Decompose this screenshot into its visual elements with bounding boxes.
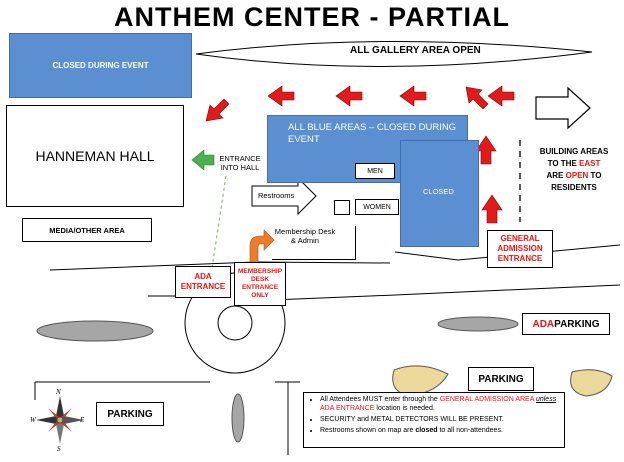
men-restroom: MEN	[355, 163, 395, 179]
ada-parking-suffix: PARKING	[554, 318, 600, 330]
parking-oval-ada	[437, 316, 519, 332]
ada-entrance-label: ADA ENTRANCE	[180, 272, 226, 291]
red-arrow-3	[335, 85, 363, 107]
east-note-line2: TO THE EAST	[547, 159, 601, 168]
red-arrow-5	[465, 86, 489, 110]
closed-label: CLOSED	[423, 187, 454, 196]
notice-box: All Attendees MUST enter through the GEN…	[303, 392, 565, 448]
red-arrow-1	[487, 85, 515, 107]
ada-entrance: ADA ENTRANCE	[175, 266, 231, 298]
membership-desk-area	[272, 226, 356, 260]
women-label: WOMEN	[363, 203, 391, 211]
page-title: ANTHEM CENTER - PARTIAL	[114, 2, 510, 32]
notice-ada-entrance: ADA ENTRANCE	[320, 405, 375, 412]
notice-bullet-1: All Attendees MUST enter through the GEN…	[320, 395, 560, 413]
east-note: BUILDING AREAS TO THE EAST ARE OPEN TO R…	[530, 146, 618, 194]
green-entrance-arrow	[191, 149, 215, 171]
parking-right-label: PARKING	[478, 373, 524, 385]
entrance-into-hall-label: ENTRANCE INTO HALL	[219, 154, 261, 172]
red-arrow-7	[475, 135, 497, 165]
east-note-line1: BUILDING AREAS	[539, 147, 609, 156]
membership-desk-label: Membership Desk & Admin	[274, 227, 336, 245]
restroom-small-box	[334, 200, 350, 215]
east-hollow-arrow	[535, 86, 591, 130]
east-word: EAST	[579, 159, 601, 168]
membership-entrance-label: MEMBERSHIP DESK ENTRANCE ONLY	[237, 268, 283, 299]
parking-oval-vertical	[231, 393, 245, 443]
restrooms-label: Restrooms	[258, 191, 295, 200]
compass-rose	[36, 396, 84, 444]
parking-left-label: PARKING	[107, 408, 153, 420]
restrooms-arrow-shape	[251, 176, 317, 216]
road-line-south-east	[271, 284, 621, 301]
compass-e: E	[80, 416, 85, 424]
red-arrow-8	[481, 194, 503, 224]
red-arrow-2	[399, 85, 427, 107]
general-admission-entrance: GENERAL ADMISSION ENTRANCE	[487, 230, 553, 268]
parking-left: PARKING	[96, 402, 164, 426]
closed-during-event-label: CLOSED DURING EVENT	[52, 61, 149, 70]
membership-desk-entrance: MEMBERSHIP DESK ENTRANCE ONLY	[234, 262, 286, 306]
men-label: MEN	[367, 167, 383, 175]
closed-during-event-area: CLOSED DURING EVENT	[9, 33, 192, 98]
notice-general-admission: GENERAL ADMISSION AREA	[439, 396, 534, 403]
notice-bullet-2: SECURITY and METAL DETECTORS WILL BE PRE…	[320, 415, 560, 424]
parking-right: PARKING	[468, 367, 534, 391]
media-other-area: MEDIA/OTHER AREA	[22, 218, 152, 242]
open-word: OPEN	[565, 171, 589, 180]
ada-parking-prefix: ADA	[532, 318, 555, 330]
compass-s: S	[57, 445, 61, 453]
women-restroom: WOMEN	[355, 199, 399, 215]
east-note-line3: ARE OPEN TO	[546, 171, 602, 180]
parking-oval-left	[36, 320, 154, 342]
general-admission-label: GENERAL ADMISSION ENTRANCE	[497, 234, 543, 263]
media-other-label: MEDIA/OTHER AREA	[49, 225, 125, 235]
tan-oval-right	[570, 369, 613, 397]
compass-w: W	[30, 416, 36, 424]
notice-closed: closed	[415, 427, 438, 434]
tan-oval-left	[392, 365, 449, 397]
red-arrow-6	[205, 98, 230, 122]
road-line-east	[394, 244, 621, 261]
gallery-area-label: ALL GALLERY AREA OPEN	[350, 45, 481, 56]
blue-closed-label: ALL BLUE AREAS – CLOSED DURING EVENT	[288, 122, 457, 145]
gallery-area-shape	[195, 41, 593, 67]
green-dashed-line	[211, 175, 227, 269]
east-note-line4: RESIDENTS	[551, 183, 597, 192]
compass-n: N	[56, 388, 61, 396]
blue-closed-area-lower	[400, 140, 479, 247]
notice-bullet-3: Restrooms shown on map are closed to all…	[320, 426, 560, 435]
roundabout-inner	[217, 305, 253, 341]
red-arrow-4	[267, 85, 295, 107]
hanneman-hall-label: HANNEMAN HALL	[35, 148, 155, 164]
notice-unless: unless	[535, 396, 557, 403]
orange-arrow	[249, 229, 275, 263]
hanneman-hall: HANNEMAN HALL	[6, 105, 184, 207]
ada-parking: ADA PARKING	[522, 313, 610, 335]
